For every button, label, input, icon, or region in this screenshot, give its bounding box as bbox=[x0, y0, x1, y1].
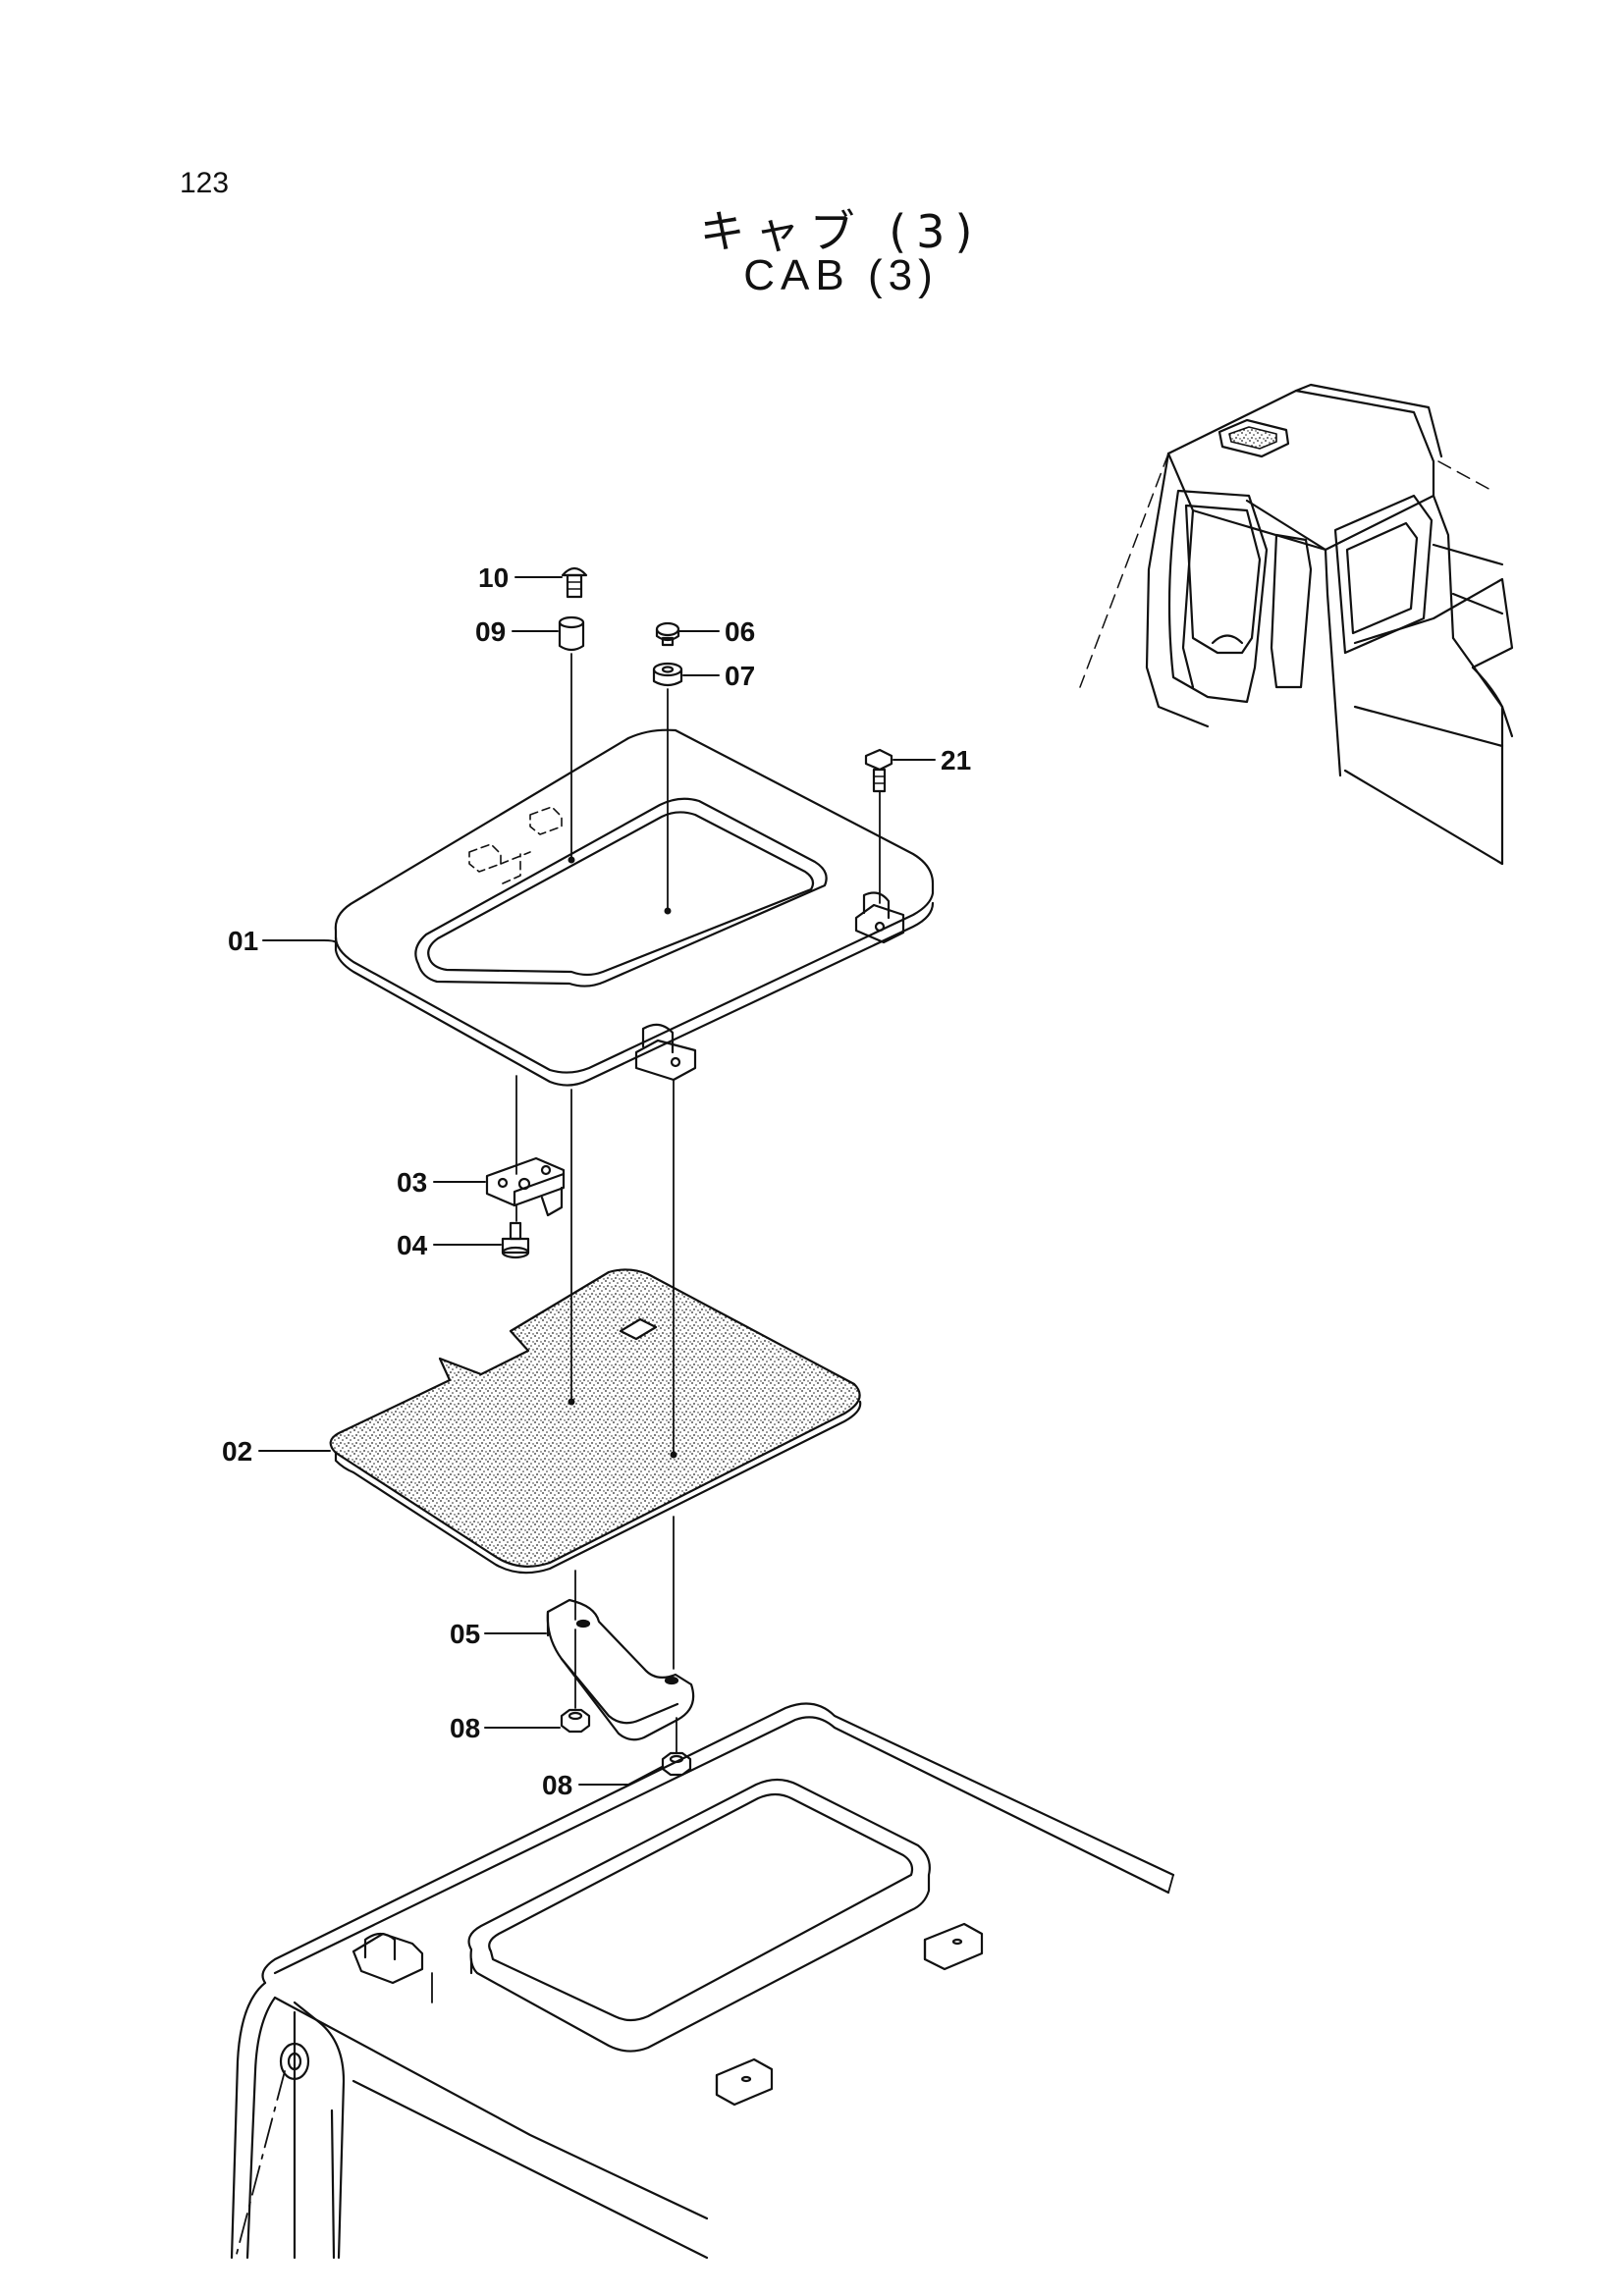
leader-lines bbox=[258, 576, 936, 1786]
title-english: CAB (3) bbox=[743, 251, 939, 299]
title-japanese: キャブ (3) bbox=[699, 205, 983, 258]
page-number: 123 bbox=[180, 167, 230, 199]
part-04-screw bbox=[501, 1221, 530, 1259]
callout-21: 21 bbox=[941, 745, 971, 775]
callout-03: 03 bbox=[397, 1167, 427, 1198]
assembly-centre-lines bbox=[515, 653, 881, 1753]
part-05-handle bbox=[546, 1598, 695, 1741]
cab-roof-hidden-lines bbox=[235, 1874, 1174, 2259]
part-21-bolt bbox=[864, 748, 893, 793]
part-06-bolt bbox=[655, 621, 680, 647]
callout-01: 01 bbox=[228, 926, 258, 956]
callout-08-left: 08 bbox=[450, 1713, 480, 1743]
callout-08-right: 08 bbox=[542, 1770, 572, 1800]
callout-04: 04 bbox=[397, 1230, 428, 1260]
callout-10: 10 bbox=[478, 562, 509, 593]
callout-02: 02 bbox=[222, 1436, 252, 1467]
callout-09: 09 bbox=[475, 616, 506, 647]
part-03-latch-plate bbox=[485, 1156, 566, 1217]
part-09-spacer bbox=[558, 615, 585, 652]
callout-06: 06 bbox=[725, 616, 755, 647]
callout-05: 05 bbox=[450, 1619, 480, 1649]
part-02-mat bbox=[329, 1268, 862, 1575]
part-01-hatch-cover bbox=[334, 728, 935, 1087]
part-08-nut-left bbox=[560, 1708, 591, 1734]
cab-roof-body bbox=[230, 1702, 1175, 2260]
callout-07: 07 bbox=[725, 661, 755, 691]
cab-overview-inset bbox=[1079, 383, 1514, 866]
part-10-bolt bbox=[561, 566, 588, 599]
part-07-collar bbox=[652, 662, 683, 687]
